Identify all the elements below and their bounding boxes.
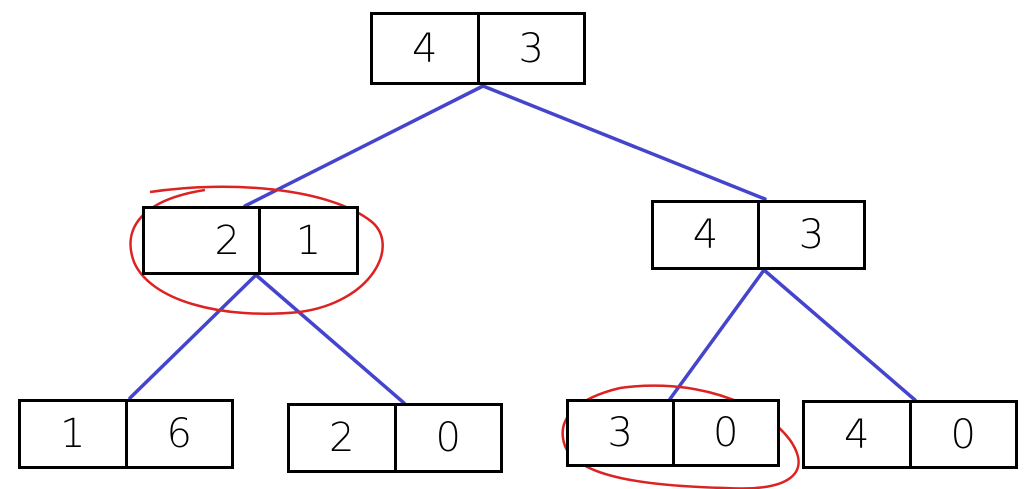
tree-node-left-left: 1 6 xyxy=(18,399,234,469)
tree-node-right-left: 3 0 xyxy=(566,399,780,467)
node-key: 4 xyxy=(692,212,719,258)
node-value: 0 xyxy=(671,402,778,464)
node-value: 1 xyxy=(258,209,356,272)
node-value: 3 xyxy=(476,15,584,82)
tree-node-right-right: 4 0 xyxy=(802,400,1018,469)
tree-node-left: 2 1 xyxy=(142,206,359,275)
node-key: 3 xyxy=(607,410,633,456)
edge-left-ll xyxy=(128,273,258,400)
node-key: 4 xyxy=(412,25,438,72)
edge-right-rl xyxy=(668,268,766,401)
tree-node-right: 4 3 xyxy=(651,200,866,270)
node-key: 2 xyxy=(214,217,240,264)
node-value: 3 xyxy=(757,203,863,267)
highlight-circle-left xyxy=(129,185,384,315)
edge-root-right xyxy=(481,84,767,201)
node-key: 1 xyxy=(60,411,86,457)
tree-node-root: 4 3 xyxy=(370,12,586,85)
node-value: 6 xyxy=(124,402,232,466)
edge-left-lr xyxy=(254,273,406,405)
edge-right-rr xyxy=(762,268,917,402)
node-key: 4 xyxy=(844,411,870,458)
tree-node-left-right: 2 0 xyxy=(287,403,503,473)
node-value: 0 xyxy=(393,406,501,470)
node-key: 2 xyxy=(329,415,355,461)
edge-root-left xyxy=(243,84,485,208)
node-value: 0 xyxy=(908,403,1016,466)
